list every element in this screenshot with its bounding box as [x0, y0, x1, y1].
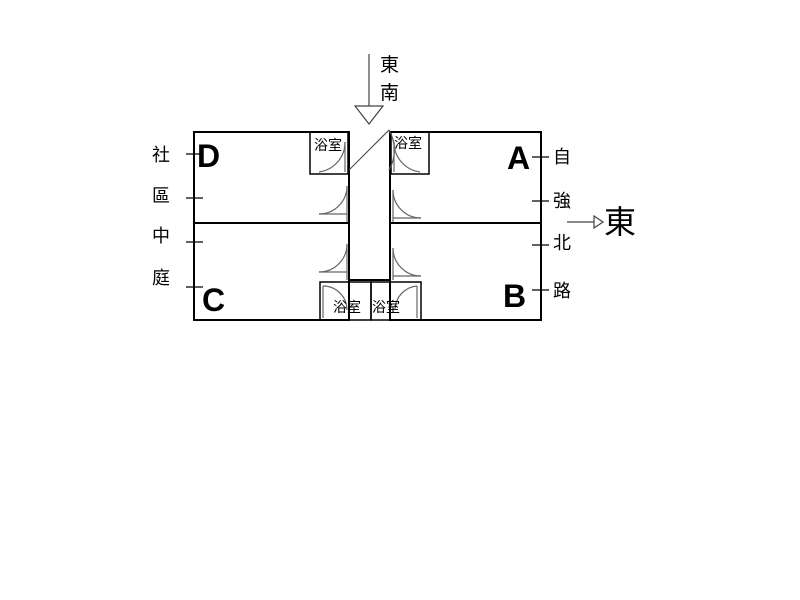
door-bathroom-b: [394, 285, 418, 318]
door-d: [318, 185, 348, 222]
bathroom-label-c: 浴室: [333, 300, 361, 316]
unit-label-b: B: [503, 278, 527, 314]
unit-label-c: C: [202, 282, 226, 318]
bathroom-b-box: [370, 281, 422, 321]
right-side-char-3: 北: [553, 233, 571, 254]
right-side-char-4: 路: [553, 281, 571, 302]
top-arrow: [353, 54, 385, 125]
top-arrow-label-2: 南: [380, 82, 400, 104]
bathroom-label-d: 浴室: [314, 138, 342, 154]
door-bathroom-a: [393, 141, 421, 173]
door-c: [318, 243, 348, 280]
right-arrow: [567, 214, 605, 230]
right-wing-outline: [389, 131, 542, 321]
left-side-char-2: 區: [152, 186, 170, 207]
left-side-char-1: 社: [152, 145, 170, 166]
top-arrow-label-1: 東: [380, 54, 400, 76]
right-side-char-2: 強: [553, 191, 571, 212]
right-side-char-1: 自: [553, 147, 571, 168]
door-bathroom-d: [318, 141, 346, 173]
door-bathroom-c: [322, 285, 348, 318]
entrance-door: [348, 129, 395, 171]
bathroom-label-b: 浴室: [372, 300, 400, 316]
door-a: [392, 189, 422, 222]
right-arrow-label: 東: [604, 203, 637, 241]
left-side-char-4: 庭: [152, 268, 170, 289]
unit-label-a: A: [507, 140, 531, 176]
bathroom-label-a: 浴室: [394, 136, 422, 152]
bathroom-d-box: [309, 131, 349, 175]
left-side-char-3: 中: [152, 226, 170, 247]
bathroom-a-box: [390, 131, 430, 175]
unit-label-d: D: [197, 138, 221, 174]
left-wing-outline: [193, 131, 350, 321]
door-b: [392, 247, 422, 280]
